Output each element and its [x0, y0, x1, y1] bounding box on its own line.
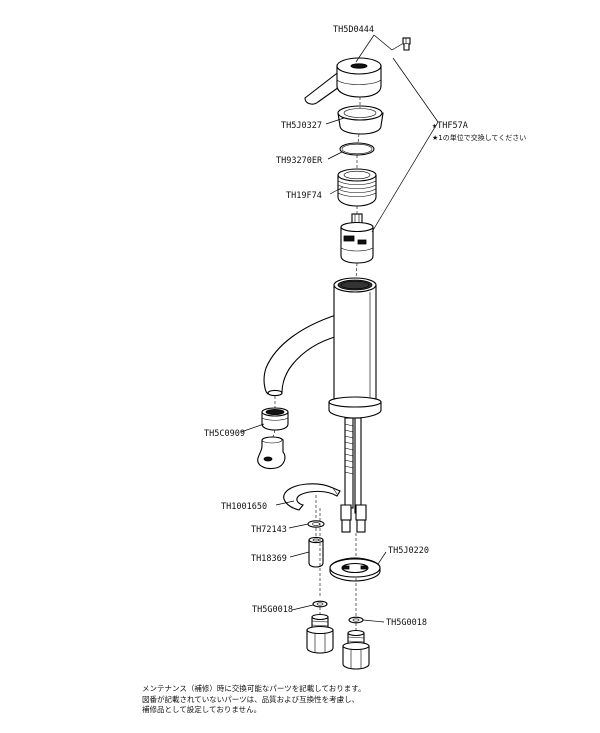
label-cartridge: ★THF57A	[432, 121, 468, 131]
label-washer-left: TH5G0018	[252, 605, 293, 615]
label-handle: TH5D0444	[333, 25, 374, 35]
handle-part	[304, 57, 382, 105]
bolt-sleeve-part	[308, 536, 324, 568]
aerator-part	[261, 407, 289, 431]
part-labels: TH5D0444 TH5J0327 TH93270ER TH19F74 ★THF…	[204, 25, 526, 628]
threaded-nut-part	[337, 168, 377, 207]
maintenance-note-line-1: メンテナンス（補修）時に交換可能なパーツを記載しております。	[142, 684, 366, 693]
cartridge-part	[340, 213, 374, 264]
washer-left-part	[312, 600, 328, 608]
small-washer-part	[307, 520, 325, 528]
label-washer-right: TH5G0018	[386, 618, 427, 628]
o-ring-part	[339, 142, 375, 156]
spacer-clip-part	[283, 483, 341, 511]
cap-ring-part	[337, 105, 384, 135]
label-spacer-clip: TH1001650	[221, 502, 267, 512]
maintenance-note-line-2: 図番が記載されていないパーツは、品質および互換性を考慮し、	[142, 694, 360, 704]
aerator-key-tool	[257, 436, 286, 470]
maintenance-note: メンテナンス（補修）時に交換可能なパーツを記載しております。 図番が記載されてい…	[142, 684, 502, 716]
label-threaded-nut: TH19F74	[286, 191, 322, 201]
mounting-rod	[340, 417, 367, 533]
faucet-body	[263, 277, 382, 419]
leader-lines	[240, 34, 439, 623]
label-bolt-sleeve: TH18369	[251, 554, 287, 564]
maintenance-note-line-3: 補修品として設定しておりません。	[142, 705, 262, 714]
label-small-washer: TH72143	[251, 525, 287, 535]
hose-fitting-right	[342, 629, 370, 670]
washer-right-part	[348, 616, 364, 624]
label-o-ring: TH93270ER	[276, 156, 323, 166]
handle-screw	[402, 37, 411, 51]
label-cartridge-note: ★1の単位で交換してください	[432, 133, 526, 142]
assembly-axis-lines	[272, 97, 361, 630]
label-mounting-plate: TH5J0220	[388, 546, 429, 556]
mounting-plate-part	[329, 557, 381, 582]
label-cap-ring: TH5J0327	[281, 121, 322, 131]
hose-fitting-left	[306, 613, 334, 654]
label-aerator: TH5C0909	[204, 429, 245, 439]
